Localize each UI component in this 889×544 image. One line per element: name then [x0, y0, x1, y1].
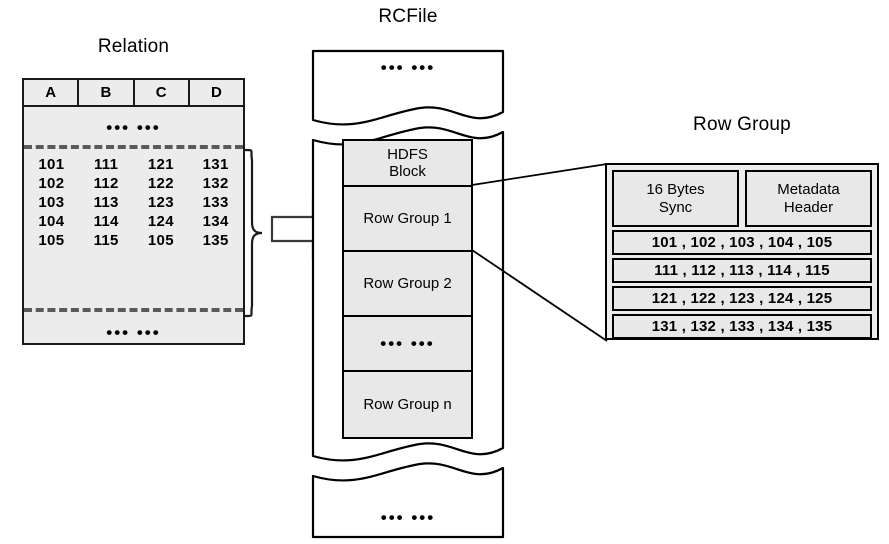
relation-table: A B C D ••• ••• 101 111 121 131 102 112 … [22, 78, 245, 345]
relation-cell: 101 [38, 156, 65, 173]
hdfs-block-cell[interactable]: HDFS Block [344, 141, 471, 187]
rowgroup-callout-connector [471, 163, 608, 342]
relation-cell: 123 [147, 194, 174, 211]
table-row: 103 113 123 133 [24, 193, 243, 212]
relation-bottom-ellipsis: ••• ••• [106, 323, 161, 342]
row-group-brace [243, 148, 263, 318]
relation-column-header: B [79, 80, 135, 105]
relation-column-header: C [134, 80, 190, 105]
relation-cell: 134 [202, 213, 229, 230]
relation-cell: 104 [38, 213, 65, 230]
rcfile-top-ellipsis: ••• ••• [380, 58, 436, 77]
rcfile-title: RCFile [378, 6, 438, 27]
rcfile-bottom-ellipsis: ••• ••• [380, 508, 436, 527]
row-group-n-cell[interactable]: Row Group n [344, 372, 471, 437]
row-group-2-cell[interactable]: Row Group 2 [344, 252, 471, 317]
relation-cell: 121 [147, 156, 174, 173]
relation-cell: 122 [147, 175, 174, 192]
rowgroup-title: Row Group [693, 114, 791, 135]
relation-cell: 115 [93, 232, 119, 249]
relation-column-header: A [24, 80, 80, 105]
relation-cell: 103 [38, 194, 65, 211]
relation-cell: 111 [93, 156, 119, 173]
relation-cell: 113 [93, 194, 119, 211]
column-data-row: 111 , 112 , 113 , 114 , 115 [612, 258, 872, 283]
relation-cell: 114 [93, 213, 119, 230]
relation-column-header: D [189, 80, 243, 105]
table-row: 104 114 124 134 [24, 212, 243, 231]
column-data-row: 131 , 132 , 133 , 134 , 135 [612, 314, 872, 339]
row-group-1-cell[interactable]: Row Group 1 [344, 187, 471, 252]
sync-marker-field: 16 Bytes Sync [612, 170, 739, 227]
row-group-ellipsis-cell: ••• ••• [344, 317, 471, 372]
row-group-detail-panel: 16 Bytes Sync Metadata Header 101 , 102 … [605, 163, 879, 340]
relation-row-group-bottom-divider [24, 308, 243, 312]
column-data-row: 121 , 122 , 123 , 124 , 125 [612, 286, 872, 311]
relation-cell: 124 [147, 213, 174, 230]
relation-data-rows: 101 111 121 131 102 112 122 132 103 113 … [24, 155, 243, 250]
relation-top-ellipsis: ••• ••• [106, 118, 161, 137]
relation-cell: 102 [38, 175, 65, 192]
relation-cell: 132 [202, 175, 229, 192]
row-group-header-bar: 16 Bytes Sync Metadata Header [612, 170, 872, 227]
table-row: 101 111 121 131 [24, 155, 243, 174]
relation-cell: 133 [202, 194, 229, 211]
relation-cell: 105 [38, 232, 65, 249]
column-data-row: 101 , 102 , 103 , 104 , 105 [612, 230, 872, 255]
hdfs-block-stack: HDFS Block Row Group 1 Row Group 2 ••• •… [342, 139, 473, 439]
table-row: 102 112 122 132 [24, 174, 243, 193]
relation-row-group-top-divider [24, 145, 243, 149]
metadata-header-field: Metadata Header [745, 170, 872, 227]
relation-cell: 112 [93, 175, 119, 192]
relation-title: Relation [97, 36, 170, 57]
relation-cell: 131 [202, 156, 229, 173]
table-row: 105 115 105 135 [24, 231, 243, 250]
relation-cell: 105 [147, 232, 174, 249]
relation-header-row: A B C D [24, 80, 243, 107]
relation-cell: 135 [202, 232, 229, 249]
